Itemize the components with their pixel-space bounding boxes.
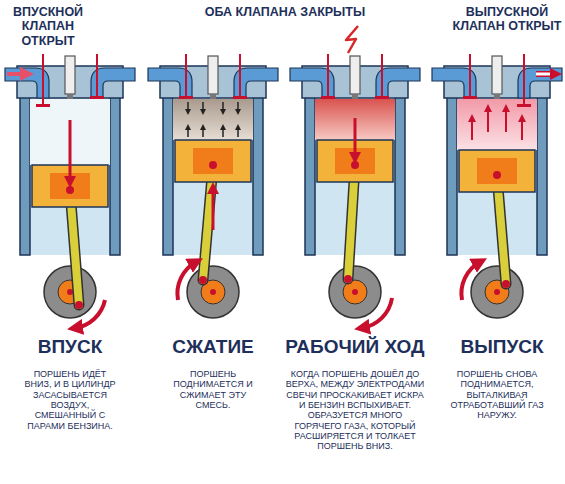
power-stroke-cylinder — [362, 298, 392, 328]
compression-stroke-cylinder — [173, 99, 253, 140]
compression-stroke-cylinder — [237, 127, 239, 137]
power-stroke-cylinder — [354, 118, 357, 158]
exhaust-stroke-cylinder — [505, 108, 507, 132]
compression-stroke-cylinder — [175, 140, 251, 182]
exhaust-stroke-cylinder — [493, 171, 501, 179]
exhaust-stroke-cylinder — [517, 104, 531, 107]
exhaust-stroke-cylinder — [432, 56, 562, 99]
spark-bolt — [346, 26, 358, 53]
intake-stroke-cylinder — [42, 54, 44, 104]
intake-stroke-cylinder — [90, 96, 104, 99]
intake-stroke-cylinder — [36, 104, 50, 107]
intake-stroke-cylinder — [75, 300, 105, 328]
stroke-description: ПОРШЕНЬ ИДЁТ ВНИЗ, И В ЦИЛИНДР ЗАСАСЫВАЕ… — [20, 369, 120, 431]
valve-state-label: ВПУСКНОЙ КЛАПАН ОТКРЫТ — [0, 5, 96, 48]
compression-stroke-cylinder — [179, 96, 193, 99]
compression-stroke-cylinder — [237, 102, 239, 112]
power-stroke-cylinder — [329, 266, 381, 318]
valve-state-label: ВЫПУСКНОЙ КЛАПАН ОТКРЫТ — [452, 5, 562, 34]
compression-stroke-cylinder — [222, 102, 224, 112]
exhaust-stroke-cylinder — [523, 54, 525, 104]
compression-stroke-cylinder — [148, 54, 278, 318]
intake-stroke-cylinder — [44, 266, 96, 318]
power-stroke-cylinder — [290, 56, 420, 99]
exhaust-stroke-cylinder — [487, 108, 489, 132]
compression-stroke-cylinder — [187, 266, 239, 318]
compression-stroke-cylinder — [185, 54, 187, 96]
compression-stroke-cylinder — [187, 127, 189, 137]
intake-stroke-cylinder — [69, 120, 72, 182]
exhaust-stroke-cylinder — [469, 54, 471, 96]
exhaust-stroke-cylinder — [459, 150, 535, 192]
compression-stroke-cylinder — [212, 188, 215, 230]
power-stroke-cylinder — [381, 54, 383, 96]
power-stroke-cylinder — [375, 96, 389, 99]
stroke-heading: РАБОЧИЙ ХОД — [275, 336, 435, 358]
compression-stroke-cylinder — [202, 102, 204, 112]
intake-stroke-cylinder — [5, 54, 135, 328]
stroke-description: ПОРШЕНЬ СНОВА ПОДНИМАЕТСЯ, ВЫТАЛКИВАЯ ОТ… — [447, 369, 547, 421]
power-stroke-cylinder — [327, 54, 329, 96]
exhaust-stroke-cylinder — [536, 73, 556, 76]
exhaust-stroke-cylinder — [502, 280, 510, 288]
exhaust-stroke-cylinder — [536, 71, 556, 77]
stroke-heading: ВПУСК — [20, 336, 120, 358]
exhaust-stroke-cylinder — [457, 99, 537, 150]
stroke-description: ПОРШЕНЬ ПОДНИМАЕТСЯ И СЖИМАЕТ ЭТУ СМЕСЬ. — [163, 369, 263, 410]
intake-stroke-cylinder — [96, 54, 98, 96]
compression-stroke-cylinder — [193, 148, 233, 174]
power-stroke-cylinder — [290, 26, 420, 328]
exhaust-stroke-cylinder — [463, 96, 477, 99]
exhaust-stroke-cylinder — [432, 54, 562, 318]
exhaust-stroke-cylinder — [461, 262, 480, 300]
intake-stroke-cylinder — [5, 56, 135, 99]
stroke-description: КОГДА ПОРШЕНЬ ДОШЁЛ ДО ВЕРХА, МЕЖДУ ЭЛЕК… — [284, 369, 426, 452]
compression-stroke-cylinder — [188, 102, 238, 137]
exhaust-stroke-cylinder — [471, 118, 473, 140]
compression-stroke-cylinder — [233, 96, 247, 99]
valve-state-label: ОБА КЛАПАНА ЗАКРЫТЫ — [190, 5, 380, 19]
stroke-heading: СЖАТИЕ — [153, 336, 273, 358]
compression-stroke-cylinder — [177, 262, 196, 300]
compression-stroke-cylinder — [202, 127, 204, 137]
exhaust-stroke-cylinder — [521, 118, 523, 140]
compression-stroke-cylinder — [222, 127, 224, 137]
power-stroke-cylinder — [321, 96, 335, 99]
compression-stroke-cylinder — [163, 95, 263, 255]
compression-stroke-cylinder — [239, 54, 241, 96]
exhaust-stroke-cylinder — [471, 266, 523, 318]
power-stroke-cylinder — [351, 161, 359, 169]
compression-stroke-cylinder — [187, 102, 189, 112]
intake-stroke-cylinder — [7, 72, 27, 76]
power-stroke-cylinder — [344, 275, 352, 283]
intake-stroke-cylinder — [66, 186, 74, 194]
compression-stroke-cylinder — [209, 161, 217, 169]
exhaust-stroke-cylinder — [477, 158, 517, 184]
stroke-heading: ВЫПУСК — [447, 336, 557, 358]
compression-stroke-cylinder — [148, 56, 278, 99]
intake-stroke-cylinder — [75, 301, 83, 309]
compression-stroke-cylinder — [199, 276, 207, 284]
exhaust-stroke-cylinder — [472, 108, 522, 140]
